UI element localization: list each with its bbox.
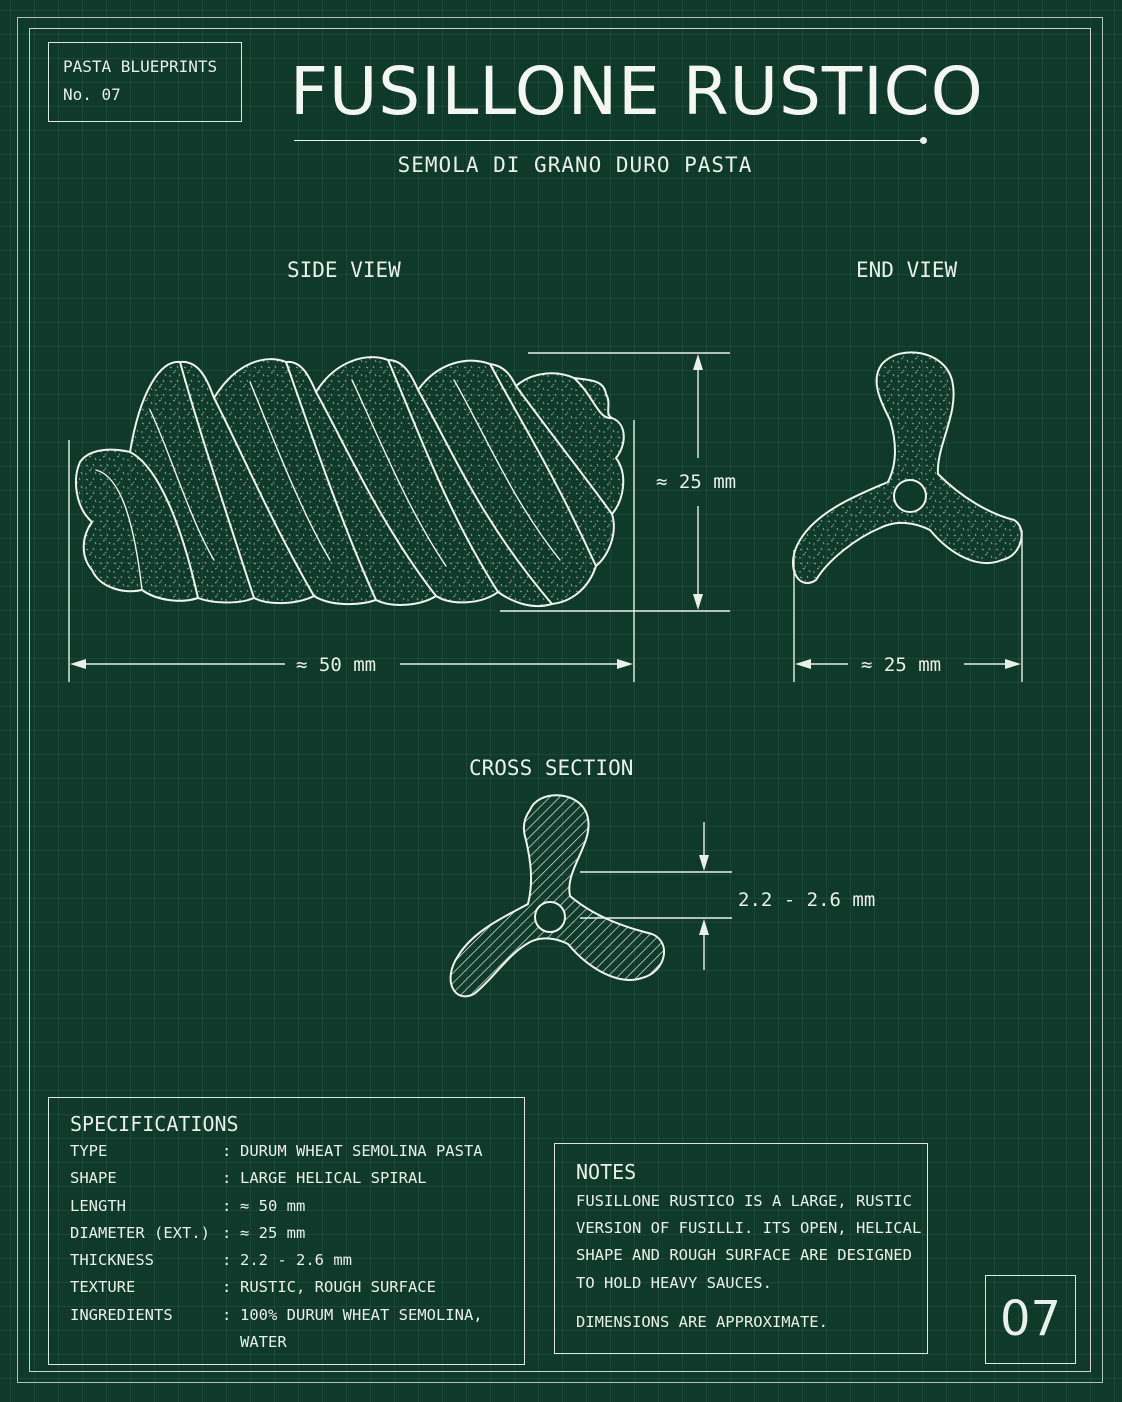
spec-separator: : [222,1169,232,1188]
spec-value: 2.2 - 2.6 mm [240,1251,352,1270]
end-view-label: END VIEW [856,258,958,282]
cross-section-center-hole [534,901,566,933]
spiral-groove-3 [387,359,499,593]
end-width-label: ≈ 25 mm [861,654,942,676]
spec-key: LENGTH [70,1196,126,1215]
spec-value: LARGE HELICAL SPIRAL [240,1169,427,1188]
spec-separator: : [222,1223,232,1242]
spec-key: DIAMETER (EXT.) [70,1223,210,1242]
cross-section-label: CROSS SECTION [469,756,634,780]
spec-row: TYPE: DURUM WHEAT SEMOLINA PASTA [70,1138,524,1165]
end-view-drawing [792,351,1023,584]
spec-separator: : [222,1196,232,1215]
spiral-inner-3 [249,381,331,561]
spec-separator: : [222,1278,232,1297]
spec-key: THICKNESS [70,1251,154,1270]
spiral-ridge-4 [417,389,553,605]
spec-key: TYPE [70,1142,108,1160]
end-view-center-hole [893,479,927,513]
spec-row: INGREDIENTS:100% DURUM WHEAT SEMOLINA, [70,1302,524,1329]
spec-key: TEXTURE [70,1278,136,1297]
outer-frame [17,17,1103,1383]
side-view-label: SIDE VIEW [287,258,401,282]
spiral-tip [573,377,613,420]
spec-value: DURUM WHEAT SEMOLINA PASTA [240,1142,483,1160]
spec-row: LENGTH: ≈ 50 mm [70,1193,524,1220]
inner-frame [29,28,1091,1372]
notes-line: FUSILLONE RUSTICO IS A LARGE, RUSTIC [576,1192,912,1210]
spec-separator: : [222,1305,232,1324]
side-length-dimension [68,420,635,682]
spiral-inner-5 [453,379,561,561]
notes-footer: DIMENSIONS ARE APPROXIMATE. [576,1312,828,1331]
spec-key: SHAPE [70,1169,117,1188]
spec-row: THICKNESS:2.2 - 2.6 mm [70,1247,524,1274]
side-view-drawing [75,356,625,608]
spec-value: ≈ 25 mm [240,1223,306,1242]
spec-value: ≈ 50 mm [240,1196,306,1215]
end-width-dimension [793,530,1023,682]
spiral-inner-4 [351,379,447,567]
spec-row: WATER [70,1329,524,1356]
thickness-dimension [580,822,732,970]
title-underline [294,140,924,141]
spec-key: INGREDIENTS [70,1305,173,1324]
specifications-title: SPECIFICATIONS [70,1112,239,1136]
notes-line: TO HOLD HEAVY SAUCES. [576,1273,772,1292]
side-height-dimension [500,352,730,612]
spec-separator: : [222,1142,232,1160]
thickness-label: 2.2 - 2.6 mm [738,889,876,911]
notes-box: NOTES FUSILLONE RUSTICO IS A LARGE, RUST… [554,1143,928,1354]
cross-section-drawing [449,794,665,998]
specifications-table: TYPE: DURUM WHEAT SEMOLINA PASTA SHAPE: LAR… [70,1138,524,1356]
spiral-groove-1 [179,361,255,599]
spec-row: TEXTURE: RUSTIC, ROUGH SURFACE [70,1274,524,1301]
side-length-label: ≈ 50 mm [296,654,377,676]
spec-row: SHAPE: LARGE HELICAL SPIRAL [70,1165,524,1192]
spiral-ridge-2 [213,397,315,597]
spec-row: DIAMETER (EXT.): ≈ 25 mm [70,1220,524,1247]
spiral-ridge-3 [315,391,437,597]
spec-value: RUSTIC, ROUGH SURFACE [240,1278,436,1297]
spiral-groove-2 [285,361,377,601]
spec-separator: : [222,1251,232,1270]
specifications-box: SPECIFICATIONS TYPE: DURUM WHEAT SEMOLINA… [48,1097,525,1365]
page-title: FUSILLONE RUSTICO [290,53,984,130]
spiral-ridge-1 [129,451,199,599]
notes-line: VERSION OF FUSILLI. ITS OPEN, HELICAL [576,1219,922,1238]
sheet-number: 07 [985,1275,1076,1364]
page-subtitle: SEMOLA DI GRANO DURO PASTA [397,153,753,177]
notes-body: FUSILLONE RUSTICO IS A LARGE, RUSTIC VER… [576,1188,927,1336]
spiral-groove-4 [489,363,597,567]
series-tag-line2: No. 07 [63,85,121,104]
series-tag: PASTA BLUEPRINTS No. 07 [48,42,242,122]
side-height-label: ≈ 25 mm [656,471,737,493]
spiral-inner-2 [149,409,215,561]
spec-value: 100% DURUM WHEAT SEMOLINA, [240,1305,483,1324]
spec-value: WATER [240,1333,287,1352]
end-view-outline [792,351,1023,584]
notes-line: SHAPE AND ROUGH SURFACE ARE DESIGNED [576,1246,912,1265]
series-tag-line1: PASTA BLUEPRINTS [63,57,218,76]
cross-section-outline [449,794,665,998]
notes-title: NOTES [576,1160,637,1184]
spiral-inner-1 [95,469,143,591]
spiral-ridge-5 [515,385,613,515]
title-underline-dot [920,137,927,144]
